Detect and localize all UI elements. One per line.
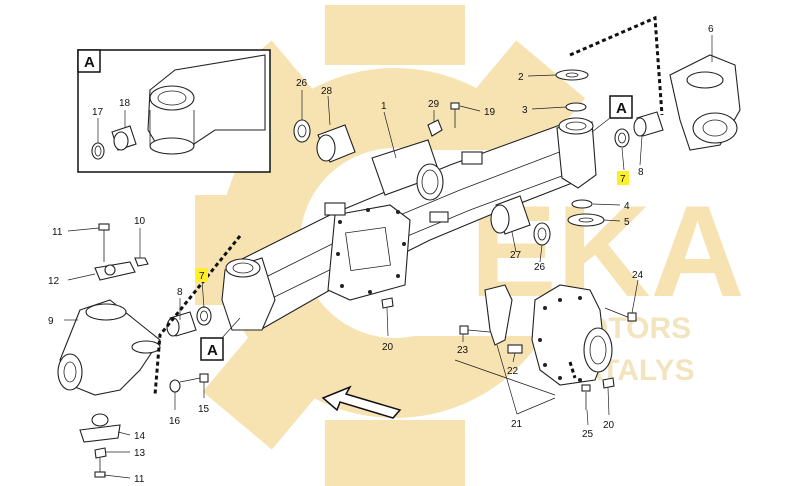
plate-bolts [336,208,406,294]
callout-16[interactable]: 16 [169,416,181,427]
washer-2 [555,69,589,81]
callout-7-left[interactable]: 7 [199,271,205,282]
bolt-25 [581,384,591,410]
callout-3[interactable]: 3 [522,105,528,116]
callout-13[interactable]: 13 [134,448,146,459]
shift-fork-21 [454,284,556,396]
callout-18[interactable]: 18 [119,98,131,109]
callout-1[interactable]: 1 [381,101,387,112]
svg-text:A: A [616,100,627,117]
bolt-23 [459,325,491,335]
grease-nipple-29 [427,119,443,137]
callout-4[interactable]: 4 [624,201,630,212]
nut-13 [94,447,107,459]
axle-housing [221,117,597,331]
inset-label-box [77,49,101,73]
callout-6[interactable]: 6 [708,24,714,35]
nut-20-right [602,377,615,389]
callout-8-right[interactable]: 8 [638,167,644,178]
tie-rod-end-12 [94,261,136,281]
callout-12[interactable]: 12 [48,276,60,287]
knuckle-right [669,54,741,151]
bushing-27 [490,195,531,235]
callout-9[interactable]: 9 [48,316,54,327]
callout-10[interactable]: 10 [134,216,146,227]
callout-27[interactable]: 27 [510,250,522,261]
bushing-8-left [166,311,197,337]
assembly-lines [153,15,664,396]
main-label-a: A [200,317,241,361]
washer-5 [567,213,605,227]
bolt-19 [450,102,460,128]
callout-29[interactable]: 29 [428,99,440,110]
callout-22[interactable]: 22 [507,366,519,377]
nut-10 [134,257,149,267]
knuckle-left [57,299,161,396]
callout-17[interactable]: 17 [92,107,104,118]
bushing-28 [316,124,356,163]
ball-joint-14 [79,413,121,443]
bolt-11-bottom [94,458,106,478]
callout-25[interactable]: 25 [582,429,594,440]
callout-numbers: 1 2 3 4 5 6 7 7 8 8 9 10 11 11 12 13 14 … [48,24,714,485]
callout-20-right[interactable]: 20 [603,420,615,431]
callout-2[interactable]: 2 [518,72,524,83]
bolt-15 [179,373,209,383]
final-drive-housing [531,284,613,386]
highlight-7-right [617,171,629,185]
callout-28[interactable]: 28 [321,86,333,97]
highlight-7-left [196,268,208,282]
callout-11-bottom[interactable]: 11 [134,474,145,485]
washer-16 [169,379,181,393]
seal-7-right [614,128,630,148]
callout-26-top[interactable]: 26 [296,78,308,89]
seal-7-left [196,306,212,326]
top-label-a: A [591,95,633,133]
seal-26-bottom [533,222,551,246]
washer-4 [571,199,593,209]
nut-20-left [381,297,394,309]
washer-3 [565,102,587,112]
callout-19[interactable]: 19 [484,107,496,118]
callout-20-center[interactable]: 20 [382,342,394,353]
callout-15[interactable]: 15 [198,404,210,415]
callout-21[interactable]: 21 [511,419,523,430]
callout-26-bottom[interactable]: 26 [534,262,546,273]
seal-26-top [293,119,311,143]
svg-text:A: A [207,342,218,359]
bushing-8-right [633,111,664,137]
forward-direction-arrow[interactable] [321,385,402,419]
callout-5[interactable]: 5 [624,217,630,228]
callout-24[interactable]: 24 [632,270,644,281]
inset-label: A [84,54,95,71]
callout-7-right[interactable]: 7 [620,174,626,185]
callout-11-top[interactable]: 11 [52,227,63,238]
pin-22 [507,344,523,354]
callout-leaders [64,35,713,479]
bolt-11-top [98,223,110,262]
callout-8-left[interactable]: 8 [177,287,183,298]
callout-14[interactable]: 14 [134,431,146,442]
callout-23[interactable]: 23 [457,345,469,356]
detail-inset-a: A [77,49,271,173]
